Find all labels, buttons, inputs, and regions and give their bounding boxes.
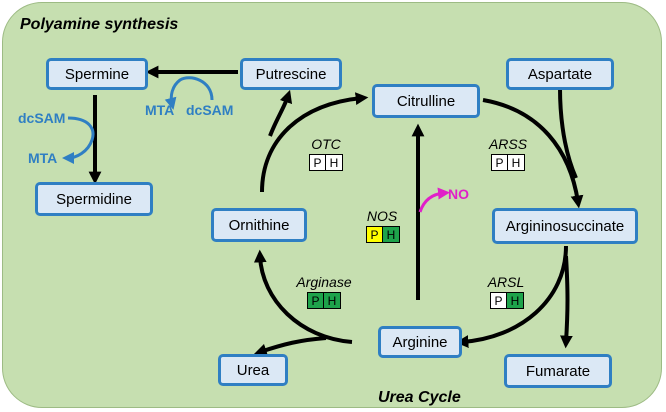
enzyme-arsl-ph: P H <box>490 292 524 309</box>
arrow-aspartate-join <box>558 87 578 179</box>
node-arginine: Arginine <box>378 326 462 358</box>
arginase-h-box: H <box>324 292 341 309</box>
arrow-citrulline-argininosuccinate <box>482 98 584 209</box>
node-spermine: Spermine <box>46 58 148 90</box>
otc-p-box: P <box>309 154 326 171</box>
arrow-ornithine-citrulline <box>260 92 369 193</box>
curve-dcsam-mta-top <box>164 76 214 110</box>
enzyme-arsl-name: ARSL <box>487 274 525 290</box>
enzyme-nos-name: NOS <box>366 208 398 224</box>
label-no: NO <box>448 186 469 202</box>
node-fumarate: Fumarate <box>504 354 612 388</box>
enzyme-otc-name: OTC <box>311 136 341 152</box>
arsl-p-box: P <box>490 292 507 309</box>
node-urea: Urea <box>218 354 288 386</box>
nos-p-box: P <box>366 226 383 243</box>
node-citrulline: Citrulline <box>372 84 480 118</box>
arsl-h-box: H <box>507 292 524 309</box>
arrow-arginine-ornithine <box>253 249 353 344</box>
arrow-argininosuccinate-arginine <box>455 245 568 348</box>
arrow-to-urea <box>253 336 327 357</box>
label-mta-left: MTA <box>28 150 58 166</box>
enzyme-arss-ph: P H <box>491 154 525 171</box>
enzyme-arginase-ph: P H <box>307 292 341 309</box>
enzyme-arss-name: ARSS <box>488 136 528 152</box>
arginase-p-box: P <box>307 292 324 309</box>
arss-h-box: H <box>508 154 525 171</box>
enzyme-otc-ph: P H <box>309 154 343 171</box>
label-mta-top: MTA <box>145 102 175 118</box>
arrow-no <box>418 187 450 213</box>
label-dcsam-top: dcSAM <box>186 102 234 118</box>
node-putrescine: Putrescine <box>240 58 342 90</box>
enzyme-arginase-name: Arginase <box>296 274 352 290</box>
title-urea-cycle: Urea Cycle <box>378 389 461 406</box>
node-argininosuccinate: Argininosuccinate <box>492 208 638 244</box>
enzyme-nos-ph: P H <box>366 226 400 243</box>
curve-dcsam-mta-left <box>62 116 95 164</box>
otc-h-box: H <box>326 154 343 171</box>
nos-h-box: H <box>383 226 400 243</box>
node-aspartate: Aspartate <box>506 58 614 90</box>
arrow-to-fumarate <box>560 255 573 349</box>
arrow-ornithine-putrescine <box>268 89 293 137</box>
node-spermidine: Spermidine <box>35 182 153 216</box>
title-polyamine-synthesis: Polyamine synthesis <box>20 16 179 33</box>
node-ornithine: Ornithine <box>211 208 307 242</box>
label-dcsam-left: dcSAM <box>18 110 66 126</box>
arss-p-box: P <box>491 154 508 171</box>
